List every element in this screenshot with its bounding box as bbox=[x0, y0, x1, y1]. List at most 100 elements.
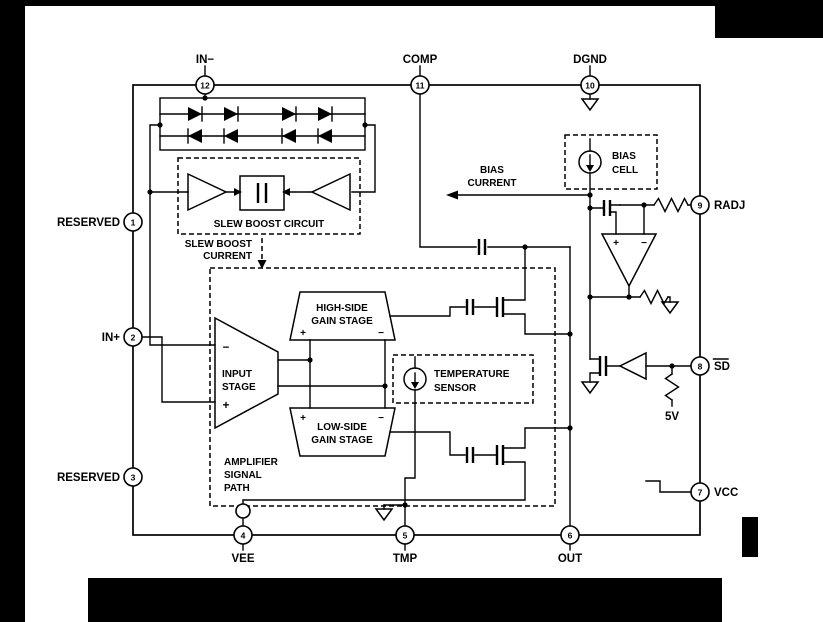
temp-sensor-wires bbox=[383, 356, 416, 527]
pin-1-reserved: 1 RESERVED bbox=[57, 212, 143, 232]
pin-number: 8 bbox=[698, 362, 703, 372]
pin-number: 11 bbox=[416, 81, 425, 91]
pin-label: IN− bbox=[196, 54, 215, 66]
page-top-black-margin bbox=[0, 0, 823, 6]
pin-label: RADJ bbox=[714, 200, 745, 212]
bias-cell-box bbox=[564, 134, 658, 190]
high-gate-wire bbox=[389, 306, 498, 317]
bottom-black-bar bbox=[88, 578, 722, 622]
opamp-minus: − bbox=[641, 238, 647, 249]
output-mosfet-high bbox=[389, 246, 571, 335]
temperature-sensor: TEMPERATURE SENSOR bbox=[374, 354, 534, 527]
pin-6-out: 6 OUT bbox=[558, 525, 582, 565]
pin-label: SD bbox=[714, 361, 730, 373]
arrow-down-icon bbox=[411, 382, 419, 389]
junction-dots bbox=[147, 95, 675, 508]
pin-number: 10 bbox=[585, 81, 595, 91]
high-fet-leads bbox=[502, 246, 571, 335]
low-gate-wire bbox=[389, 431, 498, 456]
pin-8-sd: 8 SD bbox=[690, 356, 730, 376]
pin-7-vcc: 7 VCC bbox=[690, 482, 738, 502]
slew-boost-circuit: SLEW BOOST CIRCUIT bbox=[177, 157, 361, 235]
high-side-gain-stage: HIGH-SIDE GAIN STAGE + − bbox=[289, 291, 396, 341]
pin-5-tmp: 5 TMP bbox=[393, 525, 418, 565]
input-stage-plus: + bbox=[223, 400, 230, 412]
high-side-label-2: GAIN STAGE bbox=[311, 316, 373, 327]
arrow-down-icon bbox=[257, 260, 267, 269]
pin-label: RESERVED bbox=[57, 217, 120, 229]
top-right-black-block bbox=[715, 0, 823, 38]
pin-label: VCC bbox=[714, 487, 738, 499]
low-side-minus: − bbox=[378, 413, 384, 424]
pin-10-dgnd: 10 DGND bbox=[573, 54, 607, 95]
pin-2-in-plus: 2 IN+ bbox=[102, 327, 143, 347]
resistor-icon bbox=[653, 196, 689, 214]
opamp-out-wires bbox=[589, 285, 671, 303]
bias-current-label-2: CURRENT bbox=[468, 178, 517, 189]
low-side-label-2: GAIN STAGE bbox=[311, 435, 373, 446]
bias-cell: BIAS CELL bbox=[564, 134, 658, 360]
resistor-icon bbox=[664, 373, 680, 401]
asp-label-1: AMPLIFIER bbox=[224, 457, 279, 468]
input-stage: − + INPUT STAGE bbox=[214, 316, 279, 430]
pin-label: VEE bbox=[231, 553, 254, 565]
ground-icon bbox=[374, 508, 394, 522]
arrow-down-icon bbox=[586, 165, 594, 172]
high-side-shape bbox=[289, 291, 396, 341]
input-stage-label-1: INPUT bbox=[222, 369, 252, 380]
slew-core-box bbox=[239, 175, 285, 211]
vee-loop-symbol bbox=[235, 503, 251, 519]
comp-net bbox=[419, 93, 571, 255]
sd-fet-leads bbox=[589, 358, 601, 383]
output-mosfet-low bbox=[235, 427, 571, 527]
slew-left-amp bbox=[187, 172, 228, 212]
radj-block: + − bbox=[589, 196, 692, 315]
pin-number: 2 bbox=[131, 333, 136, 343]
ground-icon bbox=[660, 301, 680, 315]
temp-sensor-box bbox=[392, 354, 534, 404]
pin-label: TMP bbox=[393, 553, 418, 565]
pin-9-radj: 9 RADJ bbox=[690, 195, 745, 215]
pin-label: COMP bbox=[403, 54, 438, 66]
pin-label: DGND bbox=[573, 54, 607, 66]
pin-label: RESERVED bbox=[57, 472, 120, 484]
arrow-left-icon bbox=[446, 190, 458, 200]
right-black-mark bbox=[742, 517, 758, 557]
dgnd-ground bbox=[580, 93, 600, 112]
pin-number: 5 bbox=[403, 531, 408, 541]
high-side-label-1: HIGH-SIDE bbox=[316, 303, 368, 314]
ground-icon bbox=[580, 381, 600, 395]
input-stage-shape bbox=[214, 316, 279, 430]
low-side-gain-stage: LOW-SIDE GAIN STAGE + − bbox=[289, 407, 396, 457]
signal-path-box bbox=[209, 267, 556, 507]
in-plus-net bbox=[141, 124, 376, 403]
pin-4-vee: 4 VEE bbox=[231, 525, 255, 565]
arrow-left-icon bbox=[282, 188, 290, 196]
slew-right-amp bbox=[310, 172, 351, 212]
sd-buffer bbox=[618, 351, 647, 381]
pin-11-comp: 11 COMP bbox=[403, 54, 438, 95]
pin-12-in-minus: 12 IN− bbox=[195, 54, 215, 95]
temp-sensor-label-2: SENSOR bbox=[434, 383, 477, 394]
amplifier-signal-path: AMPLIFIER SIGNAL PATH − + INPUT STAGE HI… bbox=[209, 267, 556, 527]
radj-opamp bbox=[600, 233, 658, 288]
input-stage-minus: − bbox=[223, 342, 230, 354]
slew-boost-current-label-1: SLEW BOOST bbox=[185, 239, 252, 250]
pin-label: OUT bbox=[558, 553, 582, 565]
pin-3-reserved: 3 RESERVED bbox=[57, 467, 143, 487]
arrow-right-icon bbox=[234, 188, 242, 196]
page-left-black-margin bbox=[0, 0, 25, 622]
slew-boost-circuit-label: SLEW BOOST CIRCUIT bbox=[214, 219, 325, 230]
low-side-shape bbox=[289, 407, 396, 457]
ground-icon bbox=[580, 98, 600, 112]
interstage-buses bbox=[277, 339, 386, 409]
bias-cell-label-2: CELL bbox=[612, 165, 638, 176]
input-protection-diodes bbox=[159, 97, 366, 151]
opamp-plus: + bbox=[613, 238, 619, 249]
pin-number: 7 bbox=[698, 488, 703, 498]
temp-sensor-label-1: TEMPERATURE bbox=[434, 369, 510, 380]
bias-cell-label-1: BIAS bbox=[612, 151, 636, 162]
low-side-label-1: LOW-SIDE bbox=[317, 422, 367, 433]
